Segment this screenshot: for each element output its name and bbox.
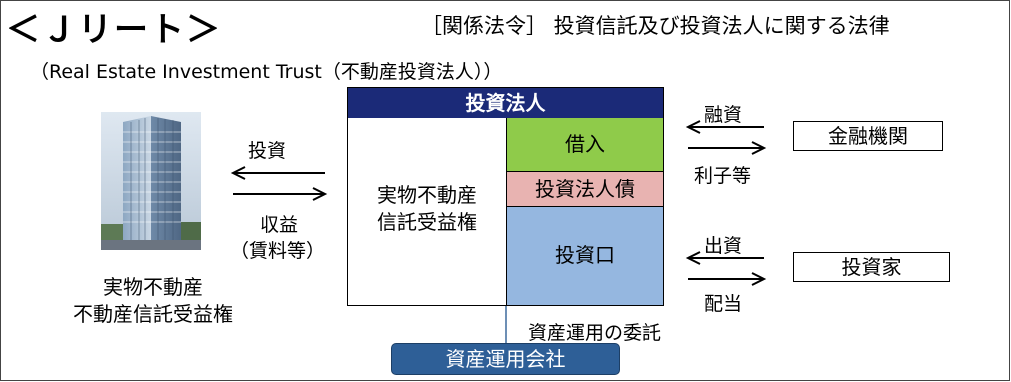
reit-bonds: 投資法人債 <box>506 172 663 207</box>
reit-assets-line-2: 信託受益権 <box>377 210 477 234</box>
investment-flow-arrows <box>230 166 328 201</box>
investor-box: 投資家 <box>793 252 950 282</box>
asset-manager-box: 資産運用会社 <box>391 343 620 375</box>
subtitle: （Real Estate Investment Trust（不動産投資法人）） <box>30 61 503 83</box>
income-flow-label: 収益 <box>260 214 299 236</box>
reit-assets-label: 実物不動産 信託受益権 <box>348 182 506 236</box>
capital-flow-label: 出資 <box>704 235 743 257</box>
financial-institution-box: 金融機関 <box>793 121 943 151</box>
office-building-icon <box>101 112 201 250</box>
page-title: ＜Ｊリート＞ <box>6 10 222 50</box>
property-line-2: 不動産信託受益権 <box>73 302 233 326</box>
investor-flow-arrows <box>685 251 767 286</box>
reit-header: 投資法人 <box>348 88 663 118</box>
income-flow-note: （賃料等） <box>230 240 326 262</box>
reit-equity: 投資口 <box>506 207 663 305</box>
delegation-connector <box>505 306 507 344</box>
reit-debt: 借入 <box>506 118 663 172</box>
related-law: ［関係法令］ 投資信託及び投資法人に関する法律 <box>421 14 890 38</box>
reit-assets-line-1: 実物不動産 <box>377 183 477 207</box>
investment-flow-label: 投資 <box>248 140 287 162</box>
dividend-flow-label: 配当 <box>704 293 743 315</box>
loan-flow-label: 融資 <box>704 104 743 126</box>
interest-flow-label: 利子等 <box>694 165 752 187</box>
delegation-label: 資産運用の委託 <box>528 322 662 344</box>
bank-flow-arrows <box>685 120 767 155</box>
property-line-1: 実物不動産 <box>103 275 203 299</box>
property-label: 実物不動産 不動産信託受益権 <box>33 274 273 328</box>
